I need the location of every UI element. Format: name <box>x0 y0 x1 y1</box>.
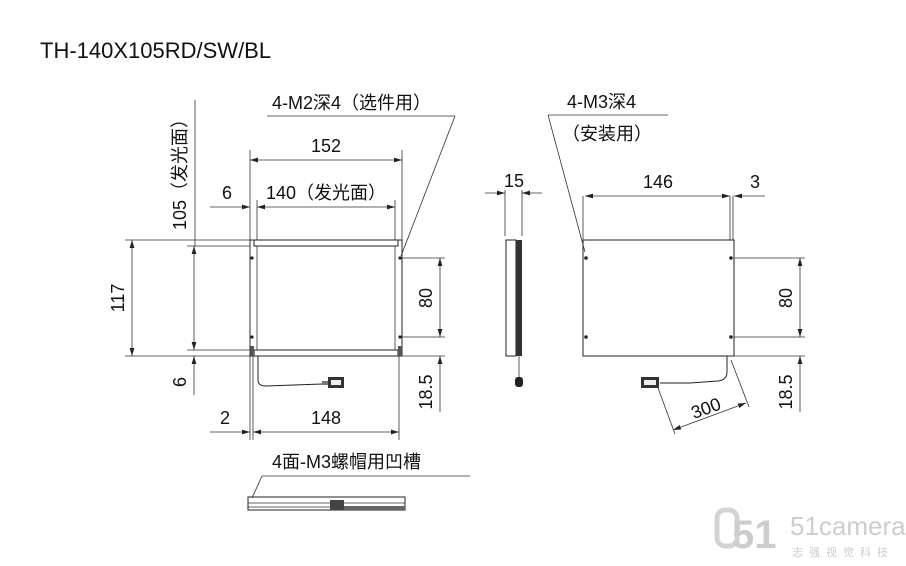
back-cable <box>660 356 728 384</box>
dim-152: 152 <box>311 136 341 156</box>
dim-6-bottom: 6 <box>170 377 190 387</box>
callout-m3-line1: 4-M3深4 <box>567 92 636 112</box>
front-top-bar <box>253 239 399 247</box>
svg-text:51: 51 <box>732 513 777 557</box>
dim-105: 105（发光面） <box>170 110 190 230</box>
dim-300: 300 <box>688 394 723 423</box>
callout-m2: 4-M2深4（选件用） <box>272 93 431 113</box>
dim-140: 140（发光面） <box>266 183 386 203</box>
callout-m3-line2: （安装用） <box>562 124 652 144</box>
watermark-brand: 51camera <box>790 511 906 541</box>
back-panel-outline <box>582 239 735 357</box>
back-mounting-holes <box>584 256 733 339</box>
dim-18-5-front: 18.5 <box>416 374 436 409</box>
dim-146: 146 <box>643 172 673 192</box>
cable <box>257 356 323 387</box>
side-heatsink <box>516 240 522 356</box>
dim-80-back: 80 <box>776 288 796 308</box>
callout-groove: 4面-M3螺帽用凹槽 <box>272 452 421 472</box>
dim-15: 15 <box>504 171 524 191</box>
front-bottom-bar <box>253 349 399 357</box>
dim-80-front: 80 <box>416 288 436 308</box>
front-panel-outline <box>249 239 403 357</box>
watermark-logo: 51 51camera 志强视觉科技 <box>714 507 906 559</box>
back-view: 146 3 80 18.5 300 4-M3深4 （安装用） <box>547 92 805 435</box>
side-view: 15 <box>485 171 542 387</box>
dim-148: 148 <box>311 408 341 428</box>
watermark-subtitle: 志强视觉科技 <box>792 545 894 559</box>
dim-3: 3 <box>750 172 760 192</box>
dim-2: 2 <box>220 408 230 428</box>
dim-117: 117 <box>108 284 128 313</box>
drawing-title: TH-140X105RD/SW/BL <box>40 38 271 63</box>
dim-6-left: 6 <box>222 183 232 203</box>
dim-18-5-back: 18.5 <box>776 374 796 409</box>
mounting-hole-markers <box>250 256 402 339</box>
bottom-outline <box>247 496 406 511</box>
side-connector <box>515 377 523 387</box>
bottom-view: 4面-M3螺帽用凹槽 <box>247 452 470 511</box>
front-view: 152 6 140（发光面） 117 105（发光面） 6 80 18.5 2 … <box>108 93 456 440</box>
